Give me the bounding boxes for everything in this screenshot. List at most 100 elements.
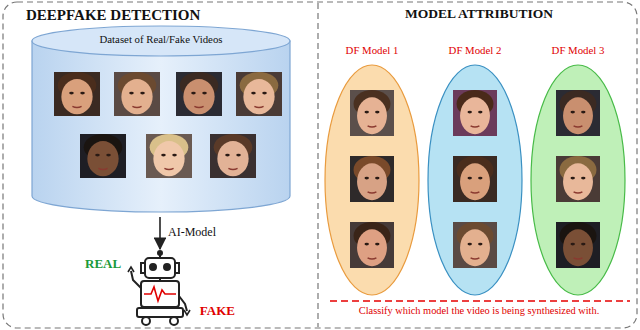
- model-heading: DF Model 2: [427, 44, 523, 57]
- face-skin: [460, 97, 490, 134]
- robot-part: [131, 271, 141, 288]
- face-picture: [350, 90, 394, 136]
- face-eye: [69, 92, 74, 95]
- face-ground: [556, 222, 600, 268]
- face-ground: [54, 72, 100, 116]
- face-picture: [80, 134, 126, 178]
- robot-part: [150, 264, 156, 270]
- face-skin: [460, 229, 490, 266]
- face-eye: [571, 111, 575, 114]
- face-skin: [357, 229, 387, 266]
- face-picture: [236, 72, 282, 116]
- robot-part: [184, 310, 190, 315]
- red-dashed-line: [330, 300, 630, 302]
- robot-part: [137, 308, 183, 317]
- face-mouth: [194, 106, 203, 107]
- face-eye: [468, 177, 472, 180]
- face-eye: [468, 243, 472, 246]
- section-heading: MODEL ATTRIBUTION: [318, 6, 640, 22]
- face-ground: [210, 134, 256, 178]
- face-skin: [153, 141, 184, 176]
- face-eye: [571, 243, 575, 246]
- face-skin: [121, 79, 152, 114]
- robot-classifier: REAL FAKE: [85, 250, 235, 326]
- face-eye: [478, 177, 482, 180]
- face-mouth: [574, 258, 583, 259]
- model-ellipse-shape: [428, 65, 522, 295]
- robot-part: [170, 317, 178, 325]
- face-mouth: [471, 192, 480, 193]
- face-eye: [140, 92, 145, 95]
- model-heading: DF Model 3: [530, 44, 626, 57]
- face-mouth: [368, 192, 377, 193]
- dataset-title: Dataset of Real/Fake Videos: [30, 33, 292, 46]
- model-ellipse-shape: [325, 65, 419, 295]
- face-skin: [357, 97, 387, 134]
- face-eye: [225, 154, 230, 157]
- face-eye: [478, 243, 482, 246]
- face-ground: [556, 156, 600, 202]
- robot-part: [158, 251, 162, 255]
- face-picture: [556, 90, 600, 136]
- face-picture: [453, 156, 497, 202]
- face-eye: [106, 154, 111, 157]
- face-eye: [478, 111, 482, 114]
- face-skin: [357, 163, 387, 200]
- face-mouth: [471, 126, 480, 127]
- face-picture: [453, 90, 497, 136]
- flow-arrow: [159, 217, 161, 249]
- cylinder-outline: [30, 24, 292, 216]
- face-picture: [210, 134, 256, 178]
- face-picture: [146, 134, 192, 178]
- face-mouth: [98, 168, 107, 169]
- face-ground: [114, 72, 160, 116]
- ellipse-outline: [530, 64, 626, 296]
- verdict-label: FAKE: [200, 303, 235, 319]
- model-ellipse-shape: [531, 65, 625, 295]
- model-ellipse: DF Model 1: [324, 42, 420, 296]
- robot-part: [128, 267, 134, 272]
- face-ground: [350, 156, 394, 202]
- face-ground: [556, 90, 600, 136]
- caption-note: Classify which model the video is being …: [318, 305, 640, 317]
- face-picture: [453, 222, 497, 268]
- face-mouth: [574, 192, 583, 193]
- model-ellipse: DF Model 2: [427, 42, 523, 296]
- face-picture: [556, 156, 600, 202]
- face-mouth: [228, 168, 237, 169]
- face-picture: [350, 156, 394, 202]
- face-ground: [453, 156, 497, 202]
- face-ground: [453, 90, 497, 136]
- ellipse-outline: [427, 64, 523, 296]
- face-eye: [581, 243, 585, 246]
- face-mouth: [72, 106, 81, 107]
- model-ellipse: DF Model 3: [530, 42, 626, 296]
- face-eye: [365, 177, 369, 180]
- face-eye: [161, 154, 166, 157]
- face-skin: [87, 141, 118, 176]
- face-mouth: [574, 126, 583, 127]
- face-eye: [172, 154, 177, 157]
- face-skin: [61, 79, 92, 114]
- robot-part: [142, 317, 150, 325]
- face-skin: [563, 163, 593, 200]
- face-skin: [217, 141, 248, 176]
- face-eye: [129, 92, 134, 95]
- face-skin: [183, 79, 214, 114]
- face-picture: [176, 72, 222, 116]
- robot-part: [144, 287, 176, 301]
- section-panel: Dataset of Real/Fake VideosREALFAKEDEEPF…: [0, 0, 318, 330]
- face-eye: [571, 177, 575, 180]
- robot-part: [164, 264, 170, 270]
- face-ground: [80, 134, 126, 178]
- face-eye: [581, 177, 585, 180]
- face-eye: [262, 92, 267, 95]
- face-ground: [176, 72, 222, 116]
- face-eye: [236, 154, 241, 157]
- face-mouth: [368, 258, 377, 259]
- face-skin: [563, 97, 593, 134]
- face-eye: [191, 92, 196, 95]
- face-eye: [375, 243, 379, 246]
- verdict-label: REAL: [85, 256, 121, 272]
